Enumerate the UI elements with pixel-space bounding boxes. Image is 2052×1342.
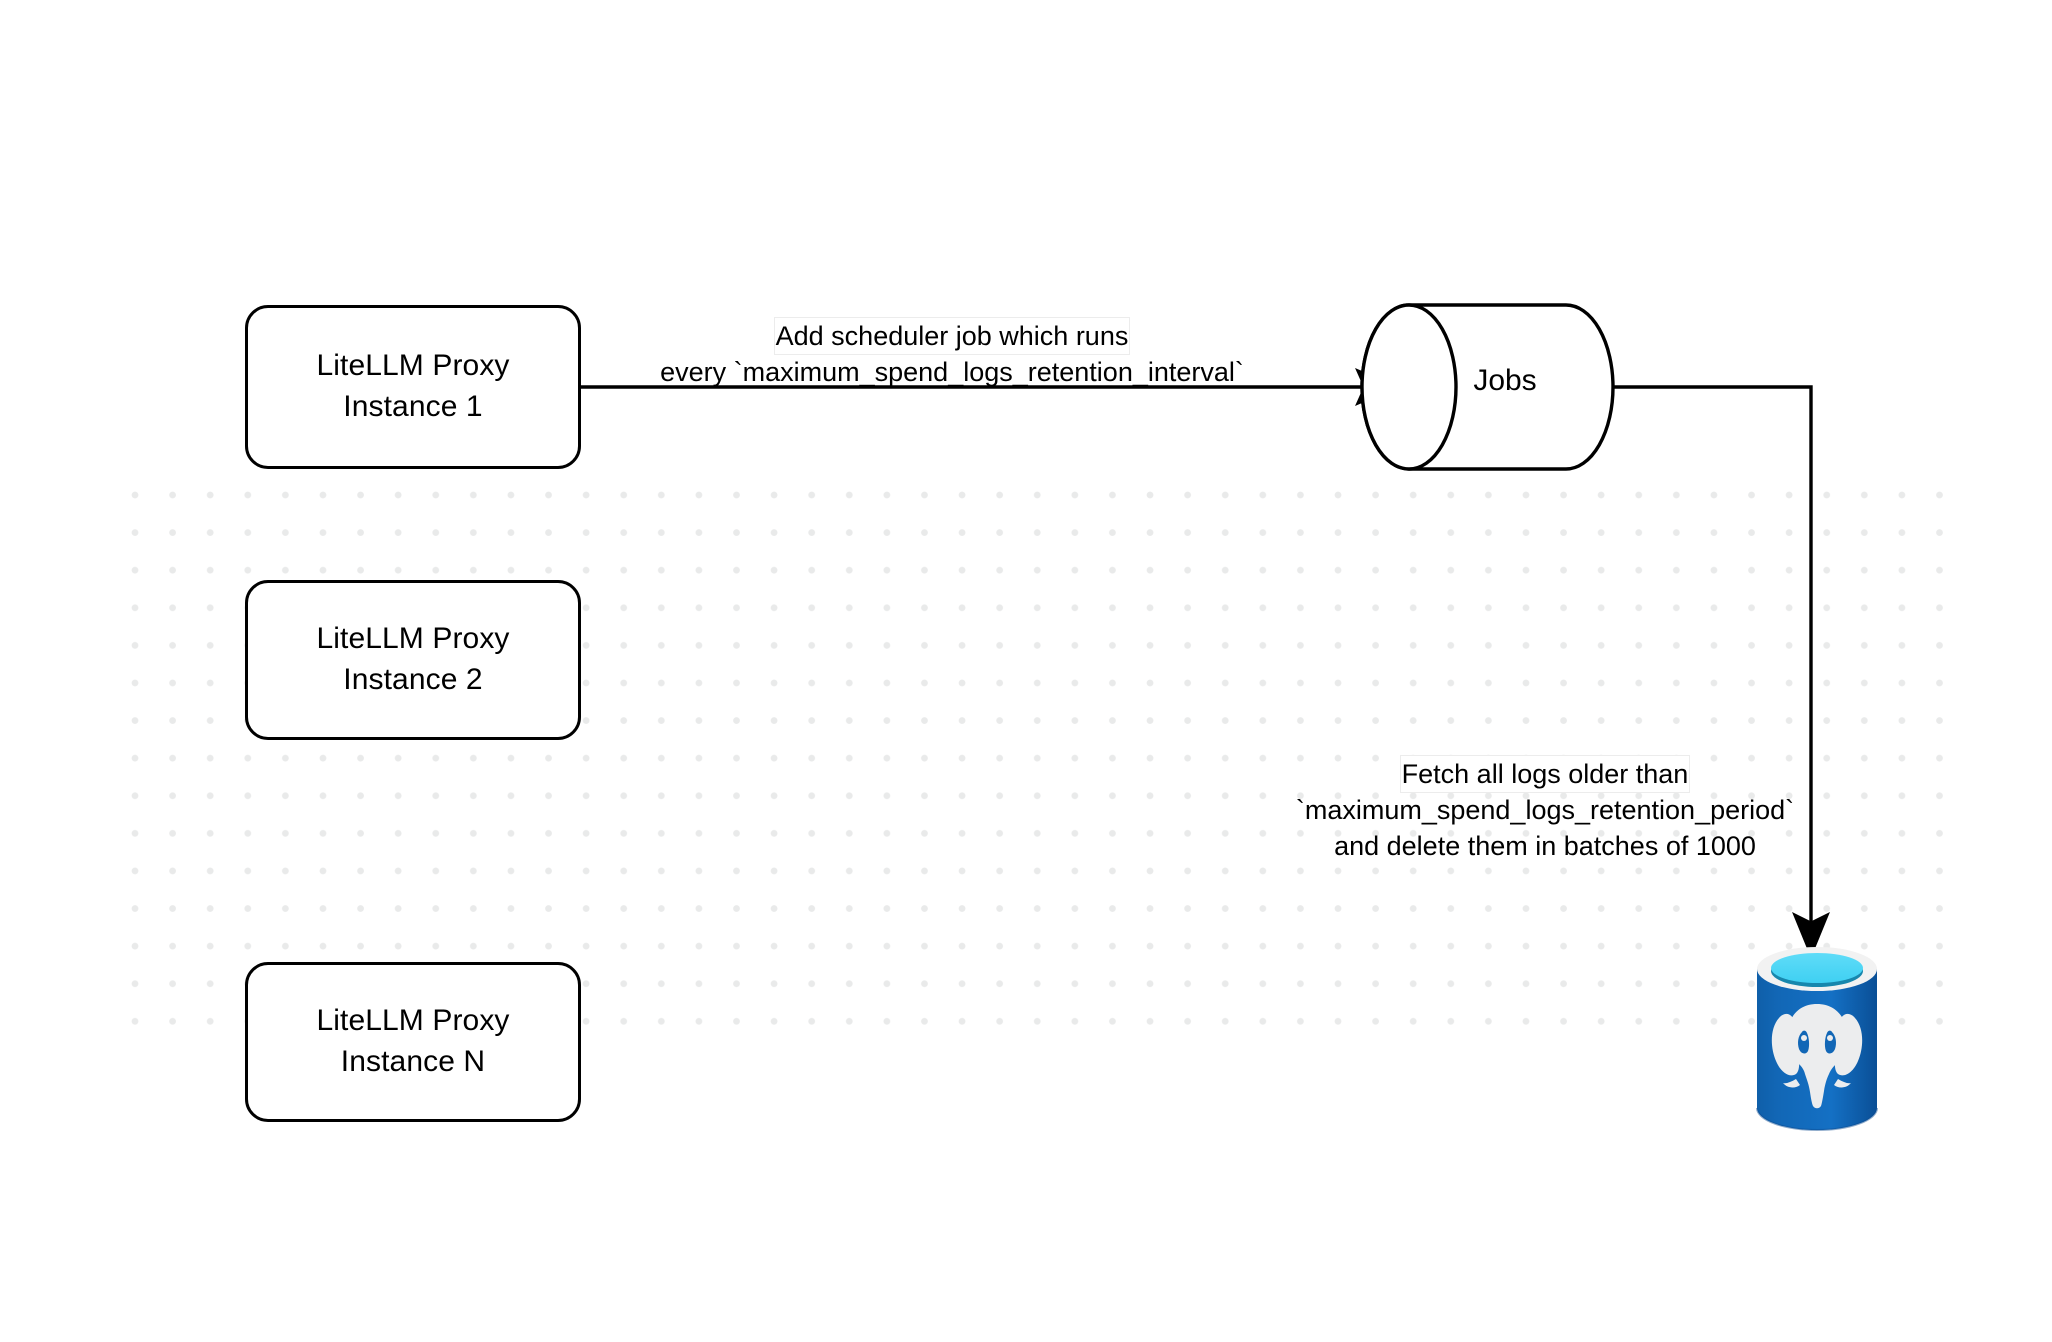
node-label: LiteLLM Proxy Instance 1 <box>316 349 510 423</box>
edge-label-line: Add scheduler job which runs <box>774 318 1130 355</box>
edge-label-line: Fetch all logs older than <box>1400 756 1690 793</box>
node-postgres-database[interactable] <box>1752 946 1882 1136</box>
edge-label-line: `maximum_spend_logs_retention_period` <box>1295 795 1795 826</box>
edge-label-add-scheduler-job: Add scheduler job which runs every `maxi… <box>592 318 1312 390</box>
edge-label-line: every `maximum_spend_logs_retention_inte… <box>660 357 1244 388</box>
node-jobs-queue-label: Jobs <box>1473 364 1537 397</box>
postgresql-database-icon <box>1756 947 1878 1131</box>
node-litellm-proxy-instance-2[interactable]: LiteLLM Proxy Instance 2 <box>245 580 581 740</box>
node-litellm-proxy-instance-n[interactable]: LiteLLM Proxy Instance N <box>245 962 581 1122</box>
edge-label-line: and delete them in batches of 1000 <box>1334 831 1756 862</box>
elephant-glyph-icon <box>1771 1004 1863 1109</box>
edge-jobs-to-db <box>1613 385 1830 959</box>
node-litellm-proxy-instance-1[interactable]: LiteLLM Proxy Instance 1 <box>245 305 581 469</box>
node-label: LiteLLM Proxy Instance N <box>316 1004 510 1078</box>
node-label: LiteLLM Proxy Instance 2 <box>316 622 510 696</box>
arrowhead-right-icon <box>1355 368 1400 406</box>
edge-label-fetch-and-delete-logs: Fetch all logs older than `maximum_spend… <box>1200 756 1890 865</box>
